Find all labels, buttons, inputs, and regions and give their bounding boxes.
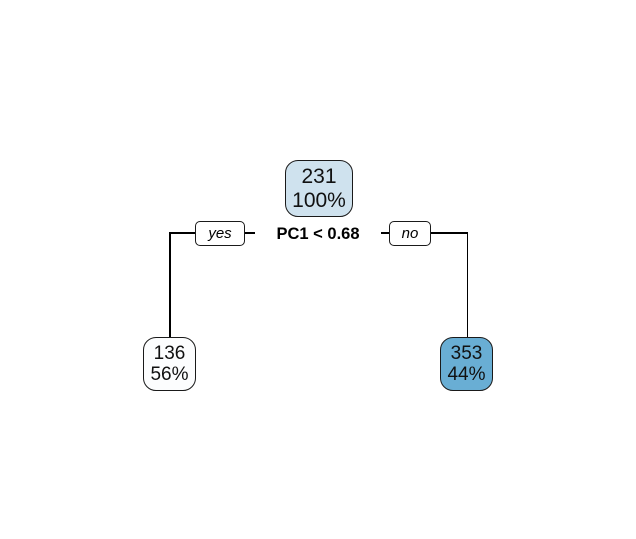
edge-no-vertical <box>466 232 469 338</box>
edge-yes-vertical <box>169 232 171 338</box>
node-leaf-right-count: 353 <box>450 342 483 364</box>
split-condition-label: PC1 < 0.68 <box>276 224 360 243</box>
node-root-percent: 100% <box>292 188 346 212</box>
edge-no-horizontal <box>430 232 468 234</box>
branch-label-no[interactable]: no <box>389 221 431 246</box>
tree-node-root[interactable]: 231 100% <box>285 160 353 217</box>
branch-label-yes[interactable]: yes <box>195 221 245 246</box>
node-leaf-left-count: 136 <box>153 342 186 364</box>
node-root-count: 231 <box>301 164 337 188</box>
stub-yes-inner <box>245 232 255 234</box>
stub-no-inner <box>381 232 390 234</box>
edge-yes-horizontal <box>169 232 196 234</box>
tree-node-leaf-left[interactable]: 136 56% <box>143 337 196 391</box>
tree-node-leaf-right[interactable]: 353 44% <box>440 337 493 391</box>
node-leaf-right-percent: 44% <box>447 364 486 385</box>
node-leaf-left-percent: 56% <box>150 364 189 385</box>
